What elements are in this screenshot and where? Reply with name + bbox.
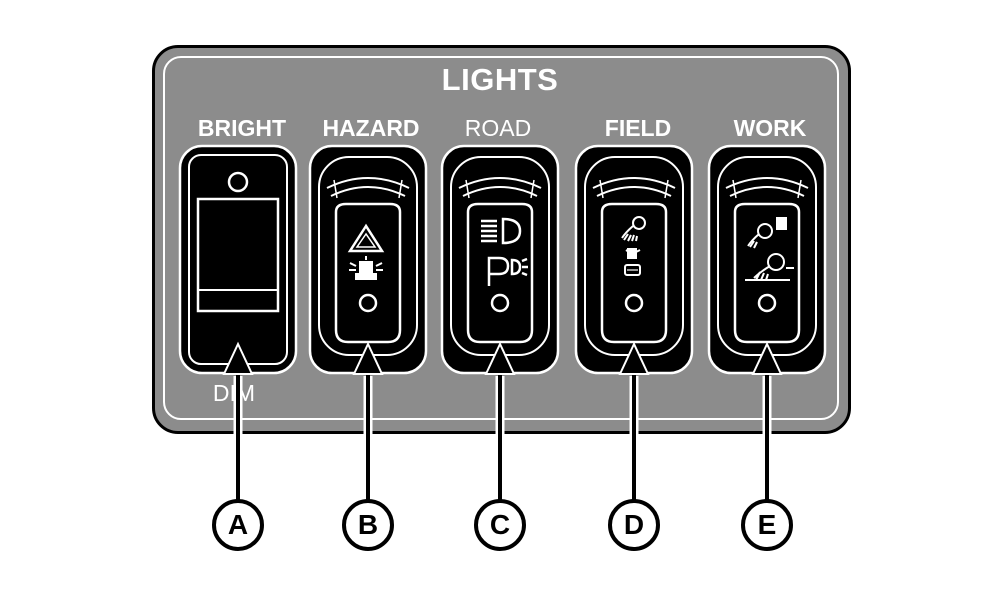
switch-work[interactable] xyxy=(707,144,827,375)
callout-e: E xyxy=(741,499,793,551)
switch-bright-dim[interactable] xyxy=(178,144,298,375)
arrow-e xyxy=(751,341,783,500)
switch-hazard[interactable] xyxy=(308,144,428,375)
callout-d: D xyxy=(608,499,660,551)
beacon-icon xyxy=(349,256,383,280)
headlight-icon xyxy=(481,217,522,245)
label-hazard: HAZARD xyxy=(322,115,420,141)
field-light-icon xyxy=(621,216,646,276)
label-road: ROAD xyxy=(464,115,532,141)
work-light-icon xyxy=(745,217,794,281)
panel-title: LIGHTS xyxy=(441,62,559,97)
callout-b: B xyxy=(342,499,394,551)
arrow-b xyxy=(352,341,384,500)
arrow-d xyxy=(618,341,650,500)
callout-c: C xyxy=(474,499,526,551)
switch-road[interactable] xyxy=(440,144,560,375)
indicator-led-icon xyxy=(624,293,644,313)
parking-light-icon xyxy=(487,256,528,286)
label-work: WORK xyxy=(733,115,807,141)
hazard-triangle-icon xyxy=(347,223,385,253)
label-field: FIELD xyxy=(604,115,672,141)
callout-arrows xyxy=(222,341,783,500)
arrow-a xyxy=(222,341,254,500)
arrow-c xyxy=(484,341,516,500)
indicator-led-icon xyxy=(227,171,249,193)
indicator-led-icon xyxy=(757,293,777,313)
switch-field[interactable] xyxy=(574,144,694,375)
callout-a: A xyxy=(212,499,264,551)
indicator-led-icon xyxy=(490,293,510,313)
label-bright: BRIGHT xyxy=(197,115,287,141)
indicator-led-icon xyxy=(358,293,378,313)
